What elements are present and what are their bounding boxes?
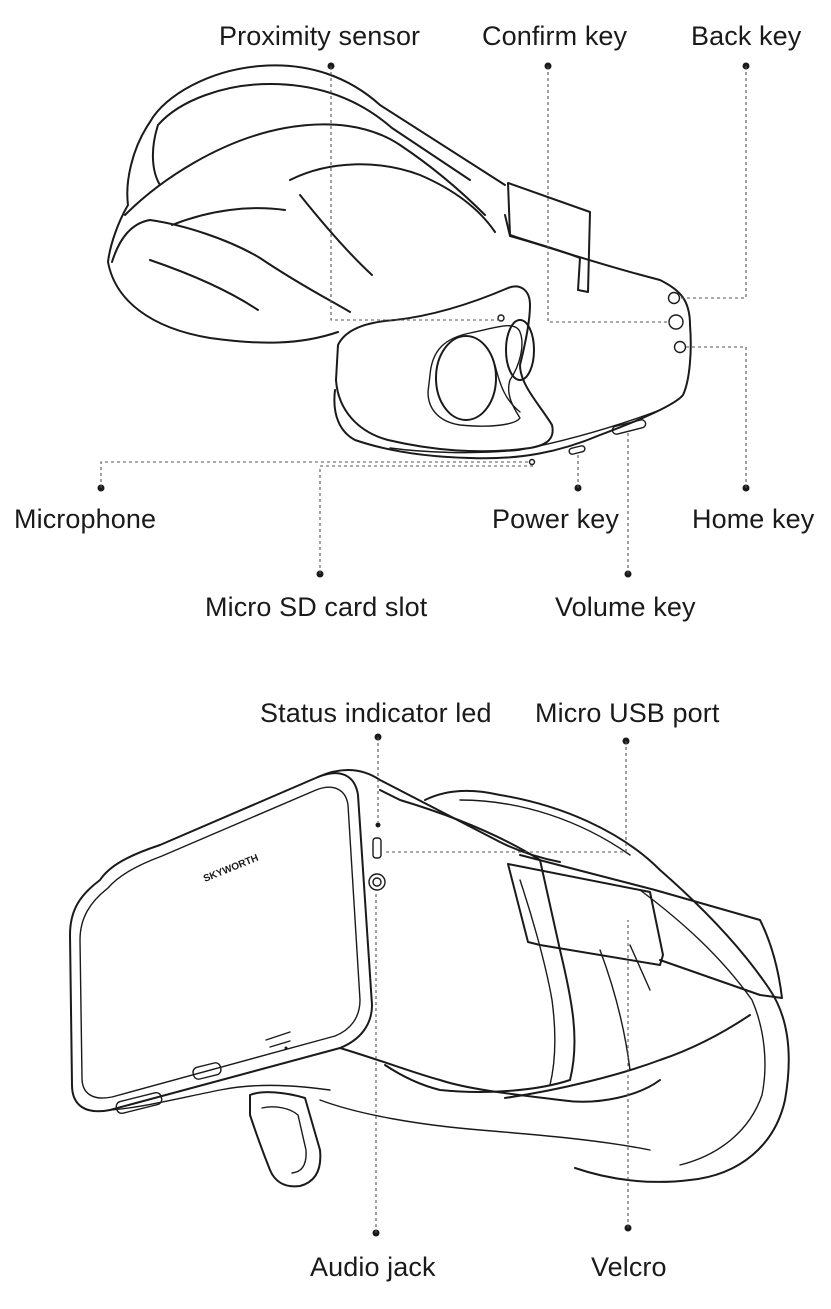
label-proximity-sensor: Proximity sensor bbox=[219, 21, 421, 51]
label-microphone: Microphone bbox=[14, 504, 157, 534]
head-strap-inner bbox=[124, 83, 486, 216]
label-velcro: Velcro bbox=[591, 1252, 667, 1282]
side-cushion-inner bbox=[519, 879, 556, 1086]
proximity-sensor-window bbox=[497, 314, 505, 322]
top-strap-right bbox=[519, 854, 783, 999]
face-cushion bbox=[335, 285, 554, 453]
status-led bbox=[375, 822, 381, 828]
power-key-button bbox=[568, 445, 586, 455]
side-cushion-rim bbox=[599, 944, 651, 1071]
nose-bridge bbox=[494, 364, 521, 413]
label-audio-jack: Audio jack bbox=[310, 1252, 436, 1282]
face-cushion-inner bbox=[427, 325, 523, 427]
front-mic-dot bbox=[284, 1046, 288, 1050]
rear-pad bbox=[289, 163, 496, 276]
microphone-hole bbox=[528, 458, 536, 466]
front-mic-slit bbox=[265, 1031, 291, 1048]
body-edge-lower bbox=[389, 409, 661, 454]
label-status-indicator-led: Status indicator led bbox=[260, 698, 492, 728]
brand-logo: SKYWORTH bbox=[202, 853, 260, 885]
headset-front-view: SKYWORTH bbox=[69, 733, 790, 1237]
home-key-button bbox=[673, 340, 687, 354]
back-key-button bbox=[667, 291, 681, 305]
side-cushion bbox=[379, 789, 576, 1093]
audio-jack-hole bbox=[372, 877, 382, 887]
left-lens bbox=[435, 335, 497, 421]
confirm-key-button bbox=[668, 314, 684, 330]
front-body-under bbox=[109, 1084, 331, 1111]
front-power-button bbox=[192, 1062, 222, 1080]
front-panel-inner bbox=[79, 786, 361, 1099]
right-lens bbox=[505, 319, 535, 381]
nose-flap-inner bbox=[261, 1106, 307, 1174]
head-strap bbox=[107, 64, 506, 344]
main-body bbox=[333, 214, 692, 460]
label-micro-usb-port: Micro USB port bbox=[535, 698, 720, 728]
audio-jack-ring bbox=[368, 873, 386, 891]
micro-usb-port-shape bbox=[372, 837, 382, 859]
leader-lines-top bbox=[97, 62, 750, 578]
leader-lines-bottom bbox=[372, 733, 632, 1237]
volume-key-button bbox=[611, 419, 647, 435]
front-panel bbox=[69, 772, 373, 1113]
nose-flap bbox=[249, 1091, 322, 1188]
label-power-key: Power key bbox=[492, 504, 619, 534]
headset-top-view bbox=[97, 62, 750, 578]
label-back-key: Back key bbox=[691, 21, 802, 51]
front-body-top bbox=[317, 769, 561, 863]
top-velcro-strap bbox=[507, 182, 591, 293]
rear-strap bbox=[424, 789, 790, 1183]
label-confirm-key: Confirm key bbox=[482, 21, 628, 51]
velcro-patch bbox=[507, 863, 664, 966]
label-micro-sd-card-slot: Micro SD card slot bbox=[205, 592, 428, 622]
label-home-key: Home key bbox=[692, 504, 815, 534]
lower-cushion bbox=[319, 1099, 651, 1151]
head-strap-lower bbox=[111, 207, 351, 313]
front-volume-button bbox=[115, 1091, 163, 1115]
label-volume-key: Volume key bbox=[555, 592, 696, 622]
rear-strap-inner bbox=[459, 799, 766, 1166]
